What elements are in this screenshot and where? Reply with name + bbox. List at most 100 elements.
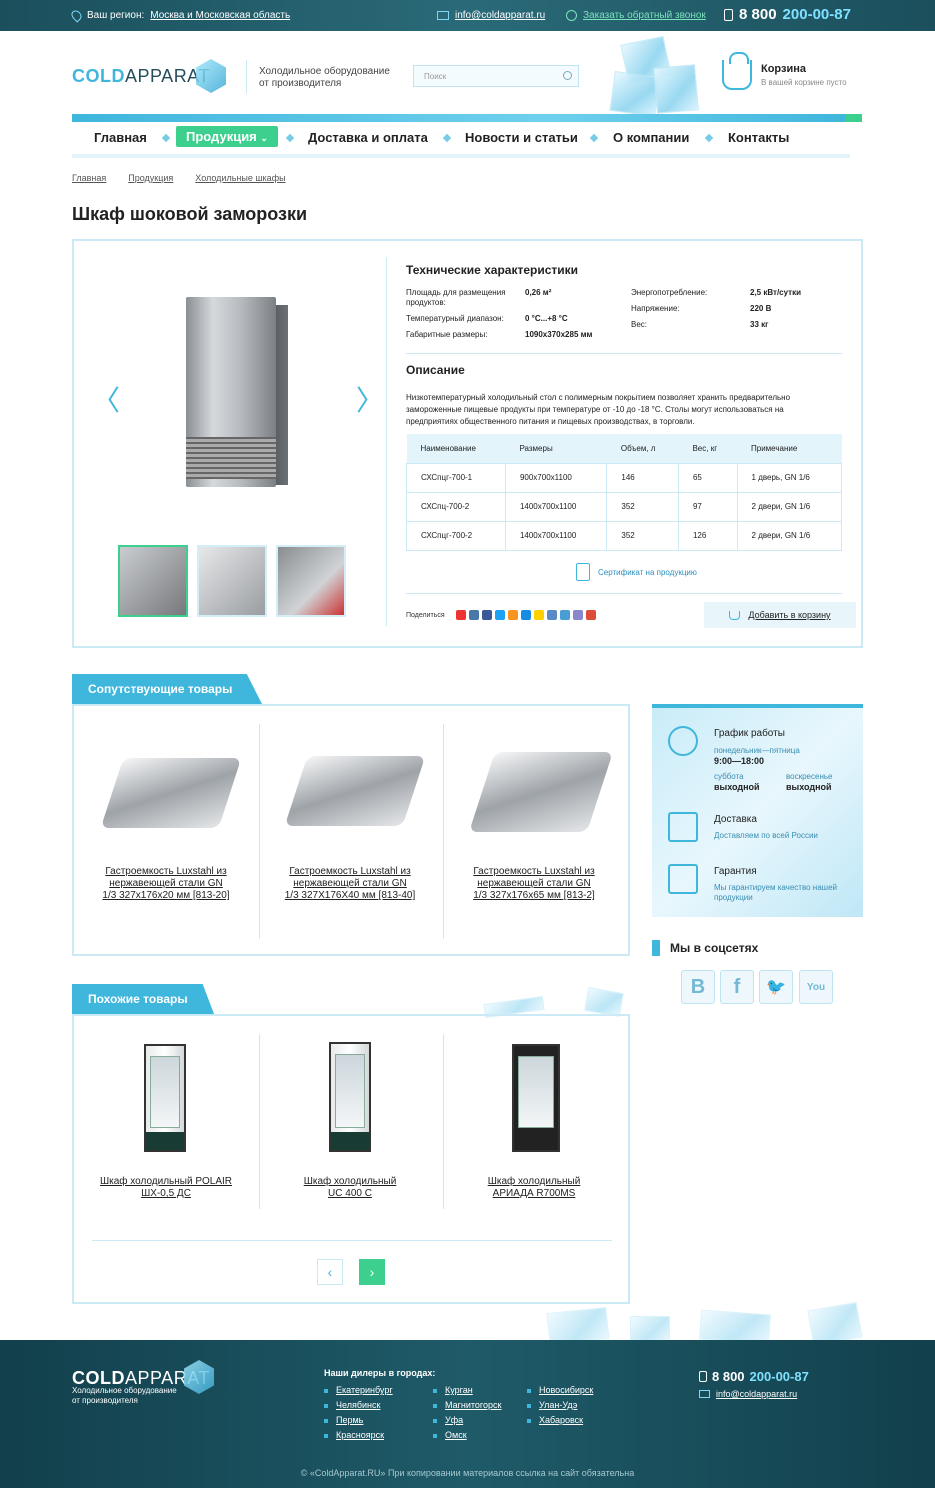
product-image[interactable] (100, 758, 242, 828)
description-text: Низкотемпературный холодильный стол с по… (406, 393, 791, 426)
spec-label: Температурный диапазон: (406, 314, 504, 323)
share-facebook-icon[interactable] (481, 610, 492, 620)
youtube-icon[interactable]: You (799, 970, 833, 1004)
nav-about[interactable]: О компании (613, 130, 690, 145)
facebook-icon[interactable]: f (720, 970, 754, 1004)
divider (406, 353, 842, 354)
nav-separator (442, 133, 452, 143)
thumbnail-2[interactable] (197, 545, 267, 617)
top-phone[interactable]: 8 800 200-00-87 (724, 6, 851, 23)
nav-home[interactable]: Главная (94, 130, 147, 145)
share-vk-icon[interactable] (468, 610, 479, 620)
vk-icon[interactable]: В (681, 970, 715, 1004)
dealer-link[interactable]: Красноярск (324, 1428, 393, 1443)
dealer-link[interactable]: Курган (433, 1383, 501, 1398)
callback-link[interactable]: Заказать обратный звонок (583, 10, 706, 21)
region-link[interactable]: Москва и Московская область (150, 10, 291, 21)
thumbnail-3[interactable] (276, 545, 346, 617)
breadcrumb-fridges[interactable]: Холодильные шкафы (195, 173, 286, 183)
footer-email[interactable]: info@coldapparat.ru (699, 1389, 797, 1399)
dealer-link[interactable]: Хабаровск (527, 1413, 593, 1428)
search-input[interactable]: Поиск (413, 65, 579, 87)
share-odnoklassniki-alt-icon[interactable] (507, 610, 518, 620)
breadcrumb-products[interactable]: Продукция (128, 173, 174, 183)
gallery-next-arrow[interactable]: 〉 (356, 385, 385, 416)
thumbnail-1[interactable] (118, 545, 188, 617)
share-moimir-icon[interactable] (572, 610, 583, 620)
region: Ваш регион: Москва и Московская область (69, 8, 291, 23)
cart-icon (729, 610, 741, 620)
phone-main: 200-00-87 (782, 6, 851, 23)
spec-label: Напряжение: (631, 304, 680, 313)
share-livejournal-icon[interactable] (546, 610, 557, 620)
dealer-link[interactable]: Омск (433, 1428, 501, 1443)
share-yandex-icon[interactable] (533, 610, 544, 620)
share-blogger-icon[interactable] (559, 610, 570, 620)
nav-separator (161, 133, 171, 143)
refresh-icon (566, 10, 577, 21)
email-link[interactable]: info@coldapparat.ru (455, 10, 546, 21)
clock-icon (668, 726, 698, 756)
phone-icon (724, 8, 733, 21)
gallery-prev-arrow[interactable]: 〈 (92, 385, 121, 416)
document-icon (668, 864, 698, 894)
dealer-link[interactable]: Челябинск (324, 1398, 393, 1413)
dealer-link[interactable]: Улан-Удэ (527, 1398, 593, 1413)
share-twitter-icon[interactable] (494, 610, 505, 620)
nav-delivery[interactable]: Доставка и оплата (308, 130, 428, 145)
pagination-prev-button[interactable]: ‹ (317, 1259, 343, 1285)
logo[interactable]: COLDAPPARAT (72, 66, 210, 86)
search-icon[interactable] (563, 71, 572, 80)
spec-value: 220 В (750, 304, 772, 313)
product-image[interactable] (284, 756, 426, 826)
twitter-icon[interactable]: 🐦 (759, 970, 793, 1004)
product-image[interactable] (329, 1042, 371, 1152)
dealer-link[interactable]: Уфа (433, 1413, 501, 1428)
warranty-title: Гарантия (714, 866, 757, 877)
document-icon (576, 563, 590, 581)
ice-decoration (584, 987, 624, 1017)
breadcrumb-home[interactable]: Главная (72, 173, 107, 183)
description-title: Описание (406, 363, 465, 377)
cart-icon[interactable] (722, 52, 752, 90)
nav-contacts[interactable]: Контакты (728, 130, 790, 145)
product-image[interactable] (469, 752, 613, 832)
product-image[interactable] (512, 1044, 560, 1152)
spec-label: Площадь для размещения продуктов: (406, 288, 506, 307)
dealer-link[interactable]: Екатеринбург (324, 1383, 393, 1398)
nav-news[interactable]: Новости и статьи (465, 130, 578, 145)
dealers-title: Наши дилеры в городах: (324, 1368, 436, 1378)
share-googleplus-icon[interactable] (585, 610, 596, 620)
product-image[interactable] (144, 1044, 186, 1152)
location-pin-icon (69, 8, 84, 23)
dealer-link[interactable]: Пермь (324, 1413, 393, 1428)
spec-value: 2,5 кВт/сутки (750, 288, 801, 297)
spec-value: 0,26 м² (525, 288, 552, 297)
phone-icon (699, 1371, 707, 1382)
spec-value: 1090х370х285 мм (525, 330, 593, 339)
add-to-cart-button[interactable]: Добавить в корзину (704, 602, 856, 628)
dealer-link[interactable]: Магнитогорск (433, 1398, 501, 1413)
dealer-link[interactable]: Новосибирск (527, 1383, 593, 1398)
cart-title[interactable]: Корзина (761, 63, 806, 75)
certificate-link[interactable]: Сертификат на продукцию (576, 563, 697, 581)
share-odnoklassniki-icon[interactable] (455, 610, 466, 620)
nav-products[interactable]: Продукция ⌄ (176, 126, 278, 147)
share-mailru-icon[interactable] (520, 610, 531, 620)
pagination-next-button[interactable]: › (359, 1259, 385, 1285)
